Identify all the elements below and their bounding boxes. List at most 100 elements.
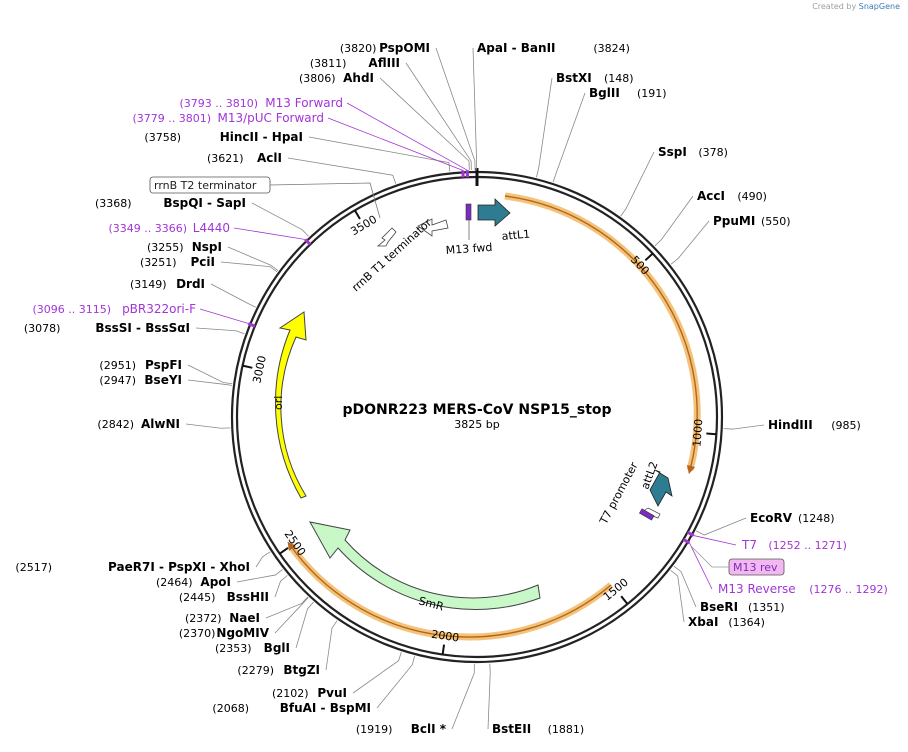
tick-label-3500: 3500	[348, 213, 379, 238]
tick-3000	[242, 364, 253, 369]
primer-name-l4440: L4440	[193, 221, 230, 235]
site-pos-afliii: (3811)	[310, 57, 347, 70]
site-pos-bseri: (1351)	[748, 601, 785, 614]
primer-name-t7: T7	[741, 538, 757, 552]
site-pos-acli: (3621)	[207, 152, 244, 165]
site-name-bsteii: BstEII	[492, 722, 531, 736]
leader-pspomi	[435, 47, 476, 171]
leader-ngomiv	[274, 597, 309, 634]
site-pos-hindiii: (985)	[831, 419, 861, 432]
site-pos-pcii: (3251)	[140, 256, 177, 269]
site-name-paer7i: PaeR7I - PspXI - XhoI	[108, 560, 250, 574]
site-pos-apai: (3824)	[593, 42, 630, 55]
tick-label-3000: 3000	[250, 354, 269, 384]
site-pos-apoi: (2464)	[156, 576, 193, 589]
leader-ahdi	[379, 77, 470, 171]
snapgene-watermark: Created by SnapGene	[812, 2, 900, 11]
leader-hindiii	[723, 424, 765, 430]
m13fwd-primer-mark	[465, 203, 472, 221]
site-pos-sspi: (378)	[698, 146, 728, 159]
site-pos-bglii: (191)	[637, 87, 667, 100]
site-name-acli: AclI	[257, 151, 282, 165]
leader-ecorv	[695, 517, 747, 536]
site-name-hincii: HincII - HpaI	[220, 130, 303, 144]
tick-3500	[354, 209, 361, 220]
tick-2000	[441, 644, 446, 655]
site-name-alwni: AlwNI	[141, 417, 180, 431]
attl1-feature	[477, 198, 511, 227]
orange-arc-bottom	[287, 542, 614, 641]
leader-sspi	[620, 151, 655, 217]
primer-leader-m13puc	[327, 117, 463, 171]
leader-pspfi	[187, 364, 233, 385]
primer-pos-m13rev: (1276 .. 1292)	[809, 583, 888, 596]
primer-sites: M13 Forward(3793 .. 3810)M13/pUC Forward…	[32, 96, 887, 596]
tick-1000	[706, 432, 717, 436]
site-name-xbai: XbaI	[688, 615, 718, 629]
leader-bfuai	[376, 655, 415, 709]
leader-acli	[287, 157, 397, 184]
site-pos-bseyi: (2947)	[99, 374, 136, 387]
attl2-feature	[649, 469, 673, 507]
primer-mark-t7	[686, 530, 695, 537]
tick-label-2500: 2500	[282, 528, 309, 558]
leader-hincii	[308, 136, 451, 172]
site-pos-ppumi: (550)	[761, 215, 791, 228]
site-pos-bstxi: (148)	[604, 72, 634, 85]
primer-pos-l4440: (3349 .. 3366)	[108, 222, 187, 235]
leader-paer7i	[255, 551, 271, 568]
site-name-btgzi: BtgZI	[283, 663, 320, 677]
site-name-pspfi: PspFI	[145, 358, 182, 372]
leader-bgli	[295, 601, 314, 649]
site-name-pspomi: PspOMI	[379, 41, 430, 55]
primer-leader-pbr322	[199, 308, 249, 324]
leader-afliii	[405, 62, 472, 171]
watermark-brand: SnapGene	[858, 2, 900, 11]
tick-500	[644, 252, 654, 262]
site-name-pcii: PciI	[191, 255, 216, 269]
orange-arc-bottom-line	[287, 541, 612, 638]
site-name-bspqi: BspQI - SapI	[163, 196, 246, 210]
rrnb-t1-arrow	[417, 218, 449, 237]
m13fwd-label: M13 fwd	[445, 241, 492, 257]
leader-drdi	[210, 283, 256, 308]
primer-leader-t7	[693, 535, 737, 546]
leader-bspqi	[251, 202, 309, 237]
site-name-ngomiv: NgoMIV	[216, 626, 269, 640]
site-name-bsssi: BssSI - BssSαI	[95, 321, 190, 335]
site-pos-btgzi: (2279)	[237, 664, 274, 677]
tick-label-1000: 1000	[690, 418, 705, 447]
site-pos-alwni: (2842)	[97, 418, 134, 431]
leader-bsssi	[195, 327, 245, 335]
leader-bsteii	[487, 663, 491, 730]
leader-bseyi	[187, 379, 233, 386]
site-name-bseyi: BseYI	[144, 373, 182, 387]
site-pos-paer7i: (2517)	[15, 561, 52, 574]
leader-apai	[472, 47, 477, 171]
watermark-prefix: Created by	[812, 2, 857, 11]
leader-bglii	[552, 92, 586, 183]
site-pos-drdi: (3149)	[130, 278, 167, 291]
site-pos-bcli: (1919)	[356, 723, 393, 736]
leader-btgzi	[325, 620, 338, 671]
rrnb-t1-arrow-small	[376, 227, 397, 247]
primer-pos-pbr322: (3096 .. 3115)	[32, 303, 111, 316]
site-pos-ahdi: (3806)	[299, 72, 336, 85]
primer-name-m13fwd: M13 Forward	[265, 96, 343, 110]
site-name-bcli: BclI *	[411, 722, 447, 736]
site-name-acci: AccI	[697, 189, 725, 203]
leader-bseri	[673, 565, 697, 608]
m13rev-box-label: M13 rev	[733, 561, 778, 574]
rrnb-t2-box-label: rrnB T2 terminator	[154, 179, 257, 192]
m13rev-box: M13 rev	[689, 544, 785, 576]
primer-name-m13rev: M13 Reverse	[718, 582, 796, 596]
rrnb-t2-box: rrnB T2 terminator	[149, 176, 381, 219]
leader-xbai	[670, 570, 685, 623]
site-name-bstxi: BstXI	[556, 71, 592, 85]
primer-leader-m13rev	[689, 542, 713, 590]
leader-bcli	[451, 663, 475, 730]
site-name-afliii: AflIII	[368, 56, 400, 70]
leader-pcii	[220, 261, 278, 273]
